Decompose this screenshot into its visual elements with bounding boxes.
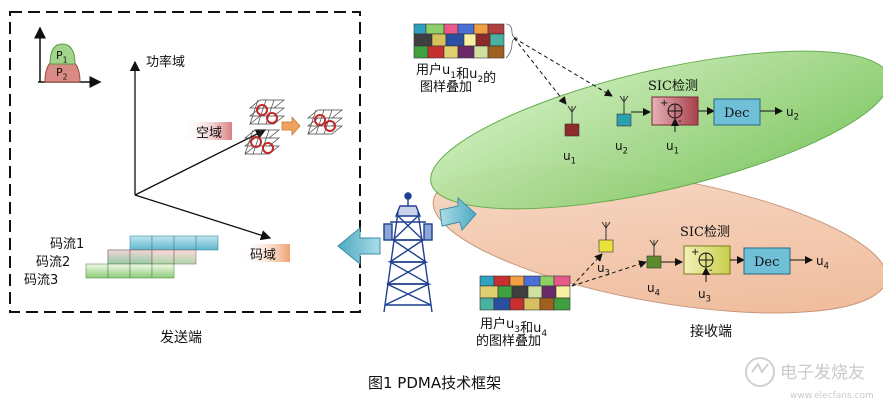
user-u2-label: u2 [615, 139, 628, 156]
space-domain-label: 空域 [196, 126, 222, 141]
dec-bottom-label: Dec [754, 255, 779, 270]
pattern-top-line-2: 图样叠加 [420, 80, 472, 95]
domain-axes: 功率域 空域 码域 [129, 54, 290, 263]
code-label-bg [240, 244, 290, 262]
stream-3-blocks [85, 263, 175, 279]
spatial-grid-group [244, 99, 343, 155]
dec-top-label: Dec [724, 106, 749, 121]
pattern-grid-top [413, 23, 519, 59]
transmitter-panel: P1 P2 功率域 空域 码域 [9, 11, 361, 313]
pattern-grid-bottom [479, 275, 571, 311]
tower-to-receiver-arrow [439, 196, 477, 232]
power-domain-icon: P1 P2 [34, 26, 102, 88]
figure-caption: 图1 PDMA技术框架 [368, 374, 501, 392]
code-streams: 码流1 码流2 码流3 [24, 235, 219, 288]
stream-3-label: 码流3 [24, 273, 58, 288]
antenna-u1-icon [564, 105, 580, 137]
dash-to-u2 [513, 37, 613, 97]
p2-label: P2 [56, 66, 68, 81]
code-axis [134, 194, 272, 241]
watermark-brand: 电子发烧友 [780, 363, 865, 383]
spatial-grid-1 [249, 99, 285, 125]
dash-to-u4 [571, 260, 647, 287]
base-station-tower-icon [383, 192, 433, 313]
dec-bottom-block [743, 247, 791, 275]
pattern-bottom-line-1: 用户u3和u4 [480, 316, 547, 339]
tower-to-transmitter-arrow [337, 226, 381, 266]
upper-cell-ellipse [430, 50, 883, 210]
p1-label: P1 [56, 49, 68, 64]
watermark: 电子发烧友 www.elecfans.com [745, 357, 874, 401]
power-domain-label: 功率域 [146, 54, 185, 70]
pattern-top-line-1: 用户u1和u2的 [416, 62, 496, 86]
receiver-label: 接收端 [690, 323, 732, 340]
sic-bottom-label: SIC检测 [680, 225, 730, 240]
space-label-bg [182, 122, 232, 140]
output-u4-label: u4 [816, 254, 829, 271]
feedback-u1-label: u1 [666, 139, 679, 156]
p1-region [49, 43, 76, 65]
dash-to-u3 [571, 253, 603, 287]
watermark-url: www.elecfans.com [790, 391, 874, 401]
dash-to-u1 [513, 37, 567, 105]
stream-2-label: 码流2 [36, 255, 70, 270]
antenna-u3-icon [598, 221, 614, 253]
upper-receiver-chain: u1 u2 SIC检测 + - u1 Dec u2 [563, 79, 799, 166]
minus-sign-bottom: - [709, 265, 713, 276]
pattern-bottom-line-2: 的图样叠加 [476, 333, 541, 349]
spatial-grid-2 [244, 129, 280, 155]
antenna-u2-icon [616, 95, 632, 127]
plus-sign: + [660, 98, 668, 109]
merge-arrow [281, 116, 301, 136]
space-axis [134, 129, 267, 196]
output-u2-label: u2 [786, 105, 799, 122]
code-domain-label: 码域 [250, 248, 276, 263]
user-u1-label: u1 [563, 149, 576, 166]
minus-sign: - [678, 116, 682, 127]
sic-top-label: SIC检测 [648, 79, 698, 94]
stream-2-blocks [107, 249, 197, 265]
spatial-grid-merged [307, 109, 343, 135]
dec-top-block [713, 98, 761, 126]
feedback-u3-label: u3 [698, 287, 711, 304]
user-u3-label: u3 [597, 261, 610, 278]
plus-sign-bottom: + [691, 247, 699, 258]
receiver-area [430, 50, 883, 314]
transmitter-label: 发送端 [160, 330, 202, 346]
user-u4-label: u4 [647, 281, 660, 298]
stream-1-label: 码流1 [50, 237, 84, 252]
lower-receiver-chain: u3 u4 SIC检测 + - u3 Dec u4 [597, 221, 829, 304]
